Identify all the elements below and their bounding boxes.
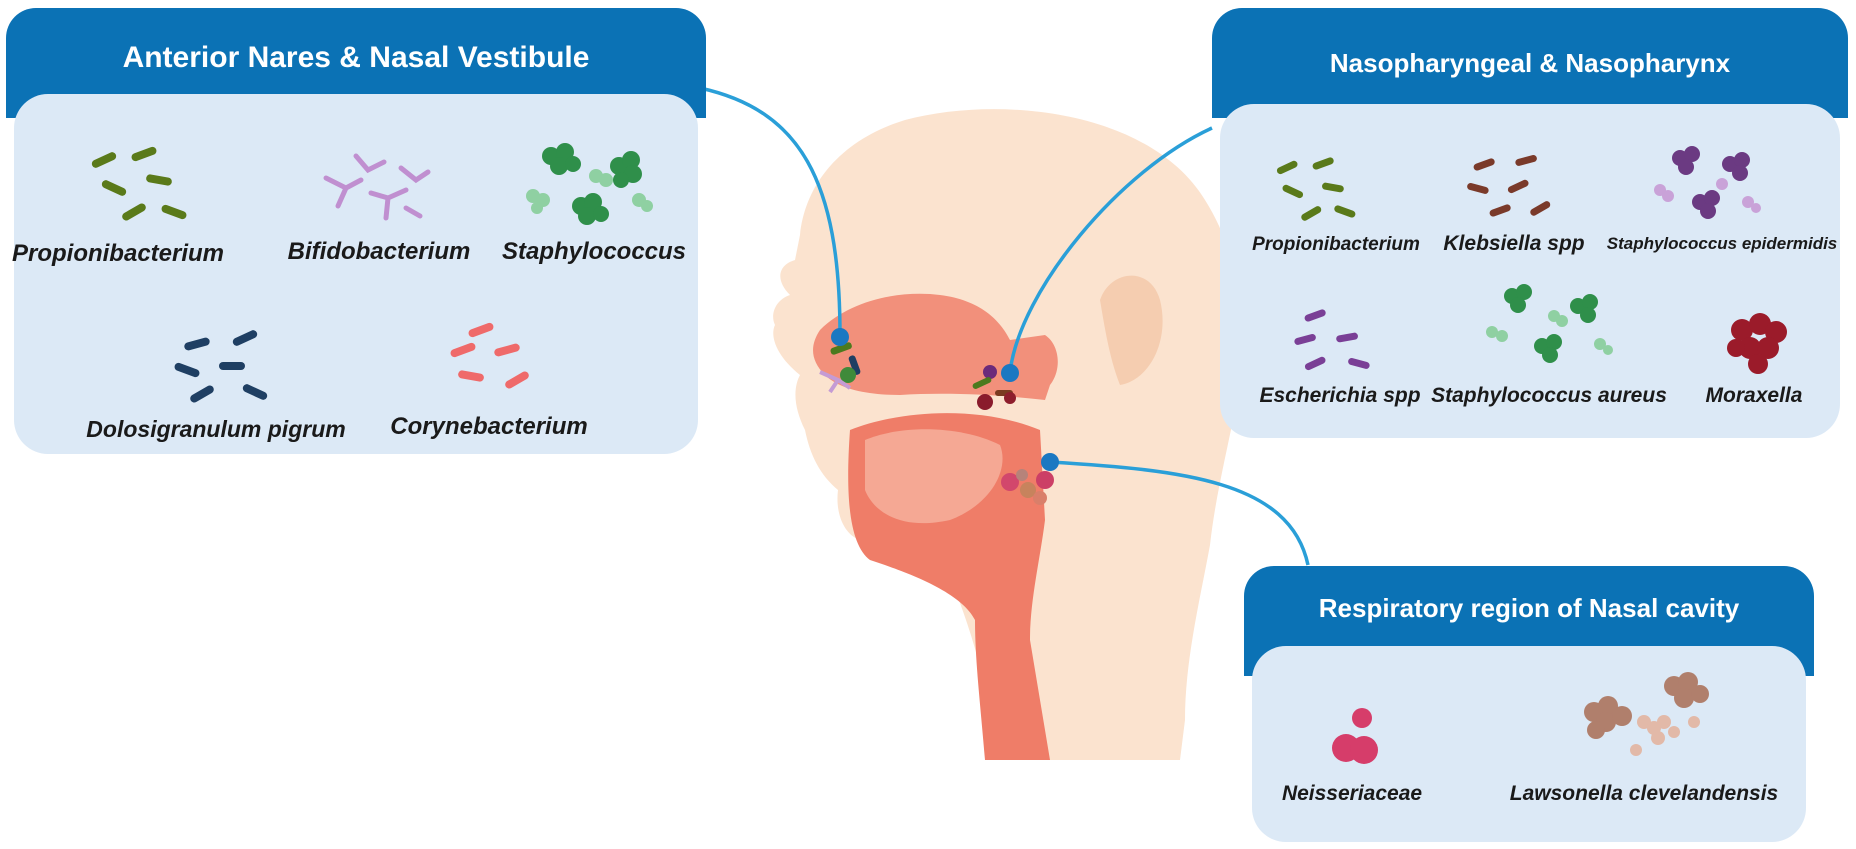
label-staphylococcus: Staphylococcus: [501, 238, 687, 265]
connector-dot-respiratory: [1041, 453, 1059, 471]
lawsonella-clevelandensis-icon: [1584, 672, 1709, 756]
bifidobacterium-icon: [323, 153, 431, 221]
propionibacterium-icon: [91, 146, 187, 221]
label-bifidobacterium: Bifidobacterium: [287, 238, 471, 265]
staphylococcus-aureus-icon: [1486, 284, 1613, 363]
panel-nasopharyngeal-header: Nasopharyngeal & Nasopharynx: [1212, 8, 1848, 118]
label-corynebacterium: Corynebacterium: [390, 413, 588, 440]
panel-respiratory-title: Respiratory region of Nasal cavity: [1318, 592, 1740, 623]
corynebacterium-icon: [450, 322, 529, 389]
label-propionibacterium: Propionibacterium: [11, 240, 225, 267]
panel-anterior-title: Anterior Nares & Nasal Vestibule: [122, 41, 590, 74]
panel-nasopharyngeal-title: Nasopharyngeal & Nasopharynx: [1329, 47, 1731, 78]
label-propionibacterium-2: Propionibacterium: [1252, 234, 1420, 255]
connector-anterior: [699, 86, 842, 336]
connector-nasopharynx: [1008, 126, 1213, 373]
label-staphylococcus-aureus: Staphylococcus aureus: [1431, 384, 1667, 407]
tongue: [865, 429, 1003, 524]
label-neisseriaceae: Neisseriaceae: [1281, 782, 1423, 805]
label-lawsonella-clevelandensis: Lawsonella clevelandensis: [1509, 782, 1779, 805]
ear: [1100, 275, 1163, 385]
neisseriaceae-icon: [1332, 708, 1378, 764]
respiratory-bacteria-cluster: [1001, 469, 1054, 505]
label-staphylococcus-epidermidis: Staphylococcus epidermidis: [1606, 234, 1838, 253]
connector-respiratory: [1049, 460, 1310, 566]
connector-dot-nasopharynx: [1001, 364, 1019, 382]
dolosigranulum-pigrum-icon: [174, 330, 268, 403]
propionibacterium-icon-2: [1276, 157, 1356, 221]
label-escherichia-spp: Escherichia spp: [1259, 384, 1421, 407]
klebsiella-spp-icon: [1467, 155, 1551, 217]
nasopharynx-bacteria-cluster: [972, 365, 1016, 410]
label-dolosigranulum-pigrum: Dolosigranulum pigrum: [86, 416, 346, 442]
connector-dot-anterior: [831, 328, 849, 346]
moraxella-icon: [1727, 313, 1787, 374]
panel-nasopharyngeal: Nasopharyngeal & Nasopharynx Propionibac…: [1212, 8, 1848, 438]
panel-respiratory-region: Respiratory region of Nasal cavity Neiss…: [1244, 566, 1814, 842]
staphylococcus-epidermidis-icon: [1654, 146, 1761, 219]
label-klebsiella-spp: Klebsiella spp: [1443, 232, 1585, 255]
panel-anterior-nares: Anterior Nares & Nasal Vestibule Propion…: [6, 8, 706, 454]
nares-bacteria-cluster: [819, 342, 861, 394]
escherichia-spp-icon: [1294, 309, 1370, 371]
staphylococcus-icon: [526, 143, 653, 225]
label-moraxella: Moraxella: [1705, 384, 1803, 407]
